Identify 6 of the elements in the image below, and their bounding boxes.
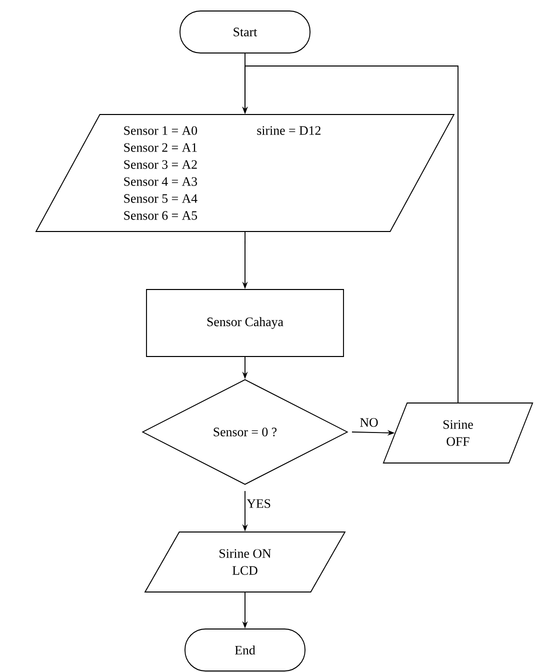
process-box: Sensor Cahaya [146,289,344,357]
terminal-box: Start [180,10,310,54]
edge-label: YES [245,498,272,510]
edge-label: NO [358,416,380,428]
terminal-box: End [184,628,306,672]
input-output-parallelogram: Sirine OFF [382,402,534,464]
